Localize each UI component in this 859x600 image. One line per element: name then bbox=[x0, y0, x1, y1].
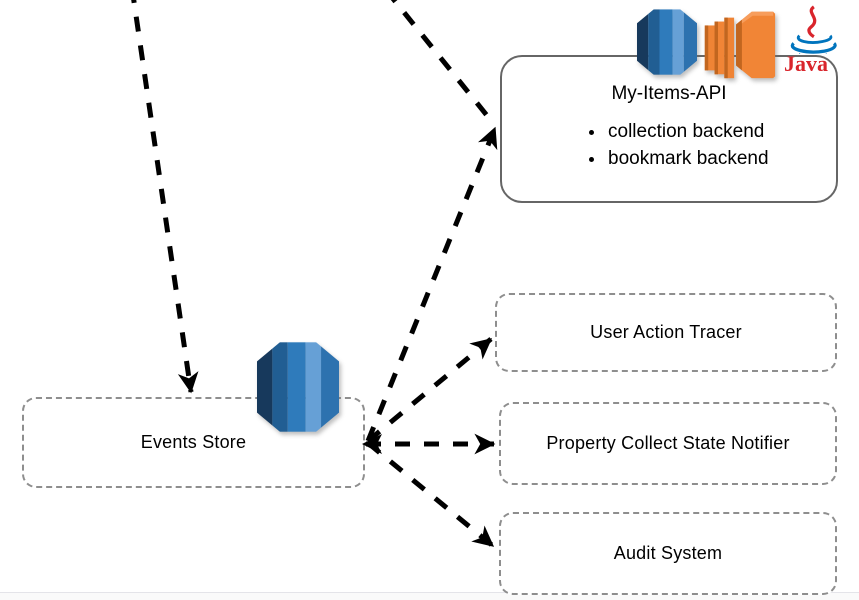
events-store-label: Events Store bbox=[140, 432, 247, 452]
arrow-events-store-to-my-items-api bbox=[365, 126, 498, 442]
arrowhead-into-events-store bbox=[362, 434, 382, 454]
api-bullet-list: collection backend bookmark backend bbox=[502, 118, 836, 172]
arrow-events-store-to-audit-system bbox=[366, 441, 495, 548]
node-property-collect-state-notifier: Property Collect State Notifier bbox=[499, 402, 837, 485]
user-action-tracer-label: User Action Tracer bbox=[590, 322, 742, 342]
dynamodb-icon bbox=[257, 341, 339, 433]
node-user-action-tracer: User Action Tracer bbox=[495, 293, 837, 372]
dynamodb-icon bbox=[637, 8, 697, 76]
page-bottom-edge bbox=[0, 592, 859, 600]
ec2-compute-icon bbox=[697, 4, 779, 84]
java-wordmark: Java bbox=[784, 51, 828, 76]
arrow-top-to-events-store bbox=[131, 0, 199, 394]
node-audit-system: Audit System bbox=[499, 512, 837, 595]
node-my-items-api: My-Items-API collection backend bookmark… bbox=[500, 55, 838, 203]
arrow-top-to-my-items-api bbox=[390, 0, 491, 120]
api-bullet-collection-backend: collection backend bbox=[606, 118, 836, 145]
api-title: My-Items-API bbox=[611, 83, 727, 104]
java-cup-icon bbox=[781, 4, 841, 54]
java-icon: Java bbox=[781, 4, 849, 82]
audit-system-label: Audit System bbox=[613, 543, 723, 563]
arrow-events-store-to-user-action-tracer bbox=[366, 337, 493, 443]
api-bullet-bookmark-backend: bookmark backend bbox=[606, 145, 836, 172]
property-collect-state-notifier-label: Property Collect State Notifier bbox=[546, 433, 790, 453]
